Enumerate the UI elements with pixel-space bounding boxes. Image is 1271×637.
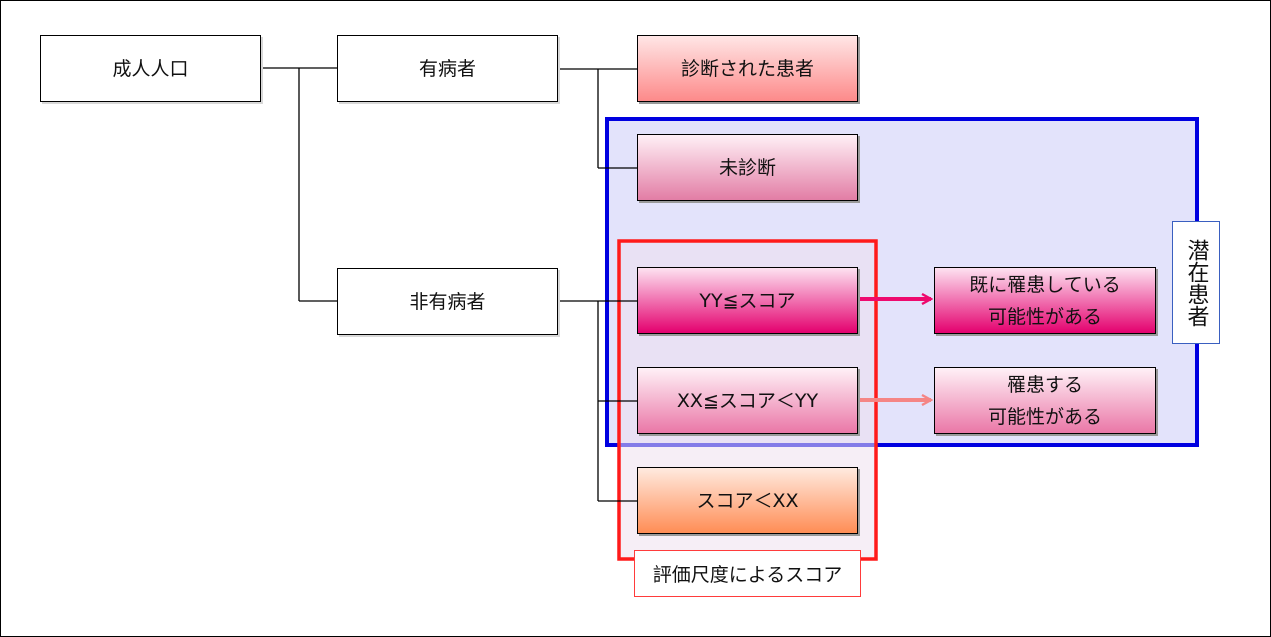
node-label: XX≦スコア＜YY	[676, 389, 819, 412]
node-label: 非有病者	[409, 290, 486, 313]
node-adult-population: 成人人口	[40, 35, 261, 102]
node-label: YY≦スコア	[699, 289, 796, 312]
node-label: 成人人口	[112, 57, 189, 80]
node-score-high: YY≦スコア	[637, 267, 858, 334]
node-label-line2: 可能性がある	[987, 305, 1102, 328]
node-already-affected-possible: 既に罹患している 可能性がある	[934, 267, 1156, 334]
node-affected: 有病者	[337, 35, 558, 102]
node-label: 未診断	[718, 156, 776, 179]
node-label-line1: 罹患する	[1006, 373, 1083, 396]
score-by-scale-label: 評価尺度によるスコア	[634, 550, 861, 597]
node-label: 有病者	[418, 57, 476, 80]
node-diagnosed: 診断された患者	[637, 35, 858, 102]
node-label: スコア＜XX	[696, 489, 799, 512]
node-non-affected: 非有病者	[337, 268, 558, 335]
score-by-scale-text: 評価尺度によるスコア	[652, 564, 843, 586]
node-undiagnosed: 未診断	[637, 134, 858, 201]
node-label-line1: 既に罹患している	[969, 273, 1121, 296]
latent-patients-text: 潜在患者	[1183, 238, 1209, 327]
node-score-mid: XX≦スコア＜YY	[637, 367, 858, 434]
node-label: 診断された患者	[680, 57, 814, 80]
node-will-be-affected-possible: 罹患する 可能性がある	[934, 367, 1156, 434]
node-label-line2: 可能性がある	[987, 405, 1102, 428]
node-score-low: スコア＜XX	[637, 467, 858, 534]
latent-patients-label: 潜在患者	[1172, 221, 1220, 344]
